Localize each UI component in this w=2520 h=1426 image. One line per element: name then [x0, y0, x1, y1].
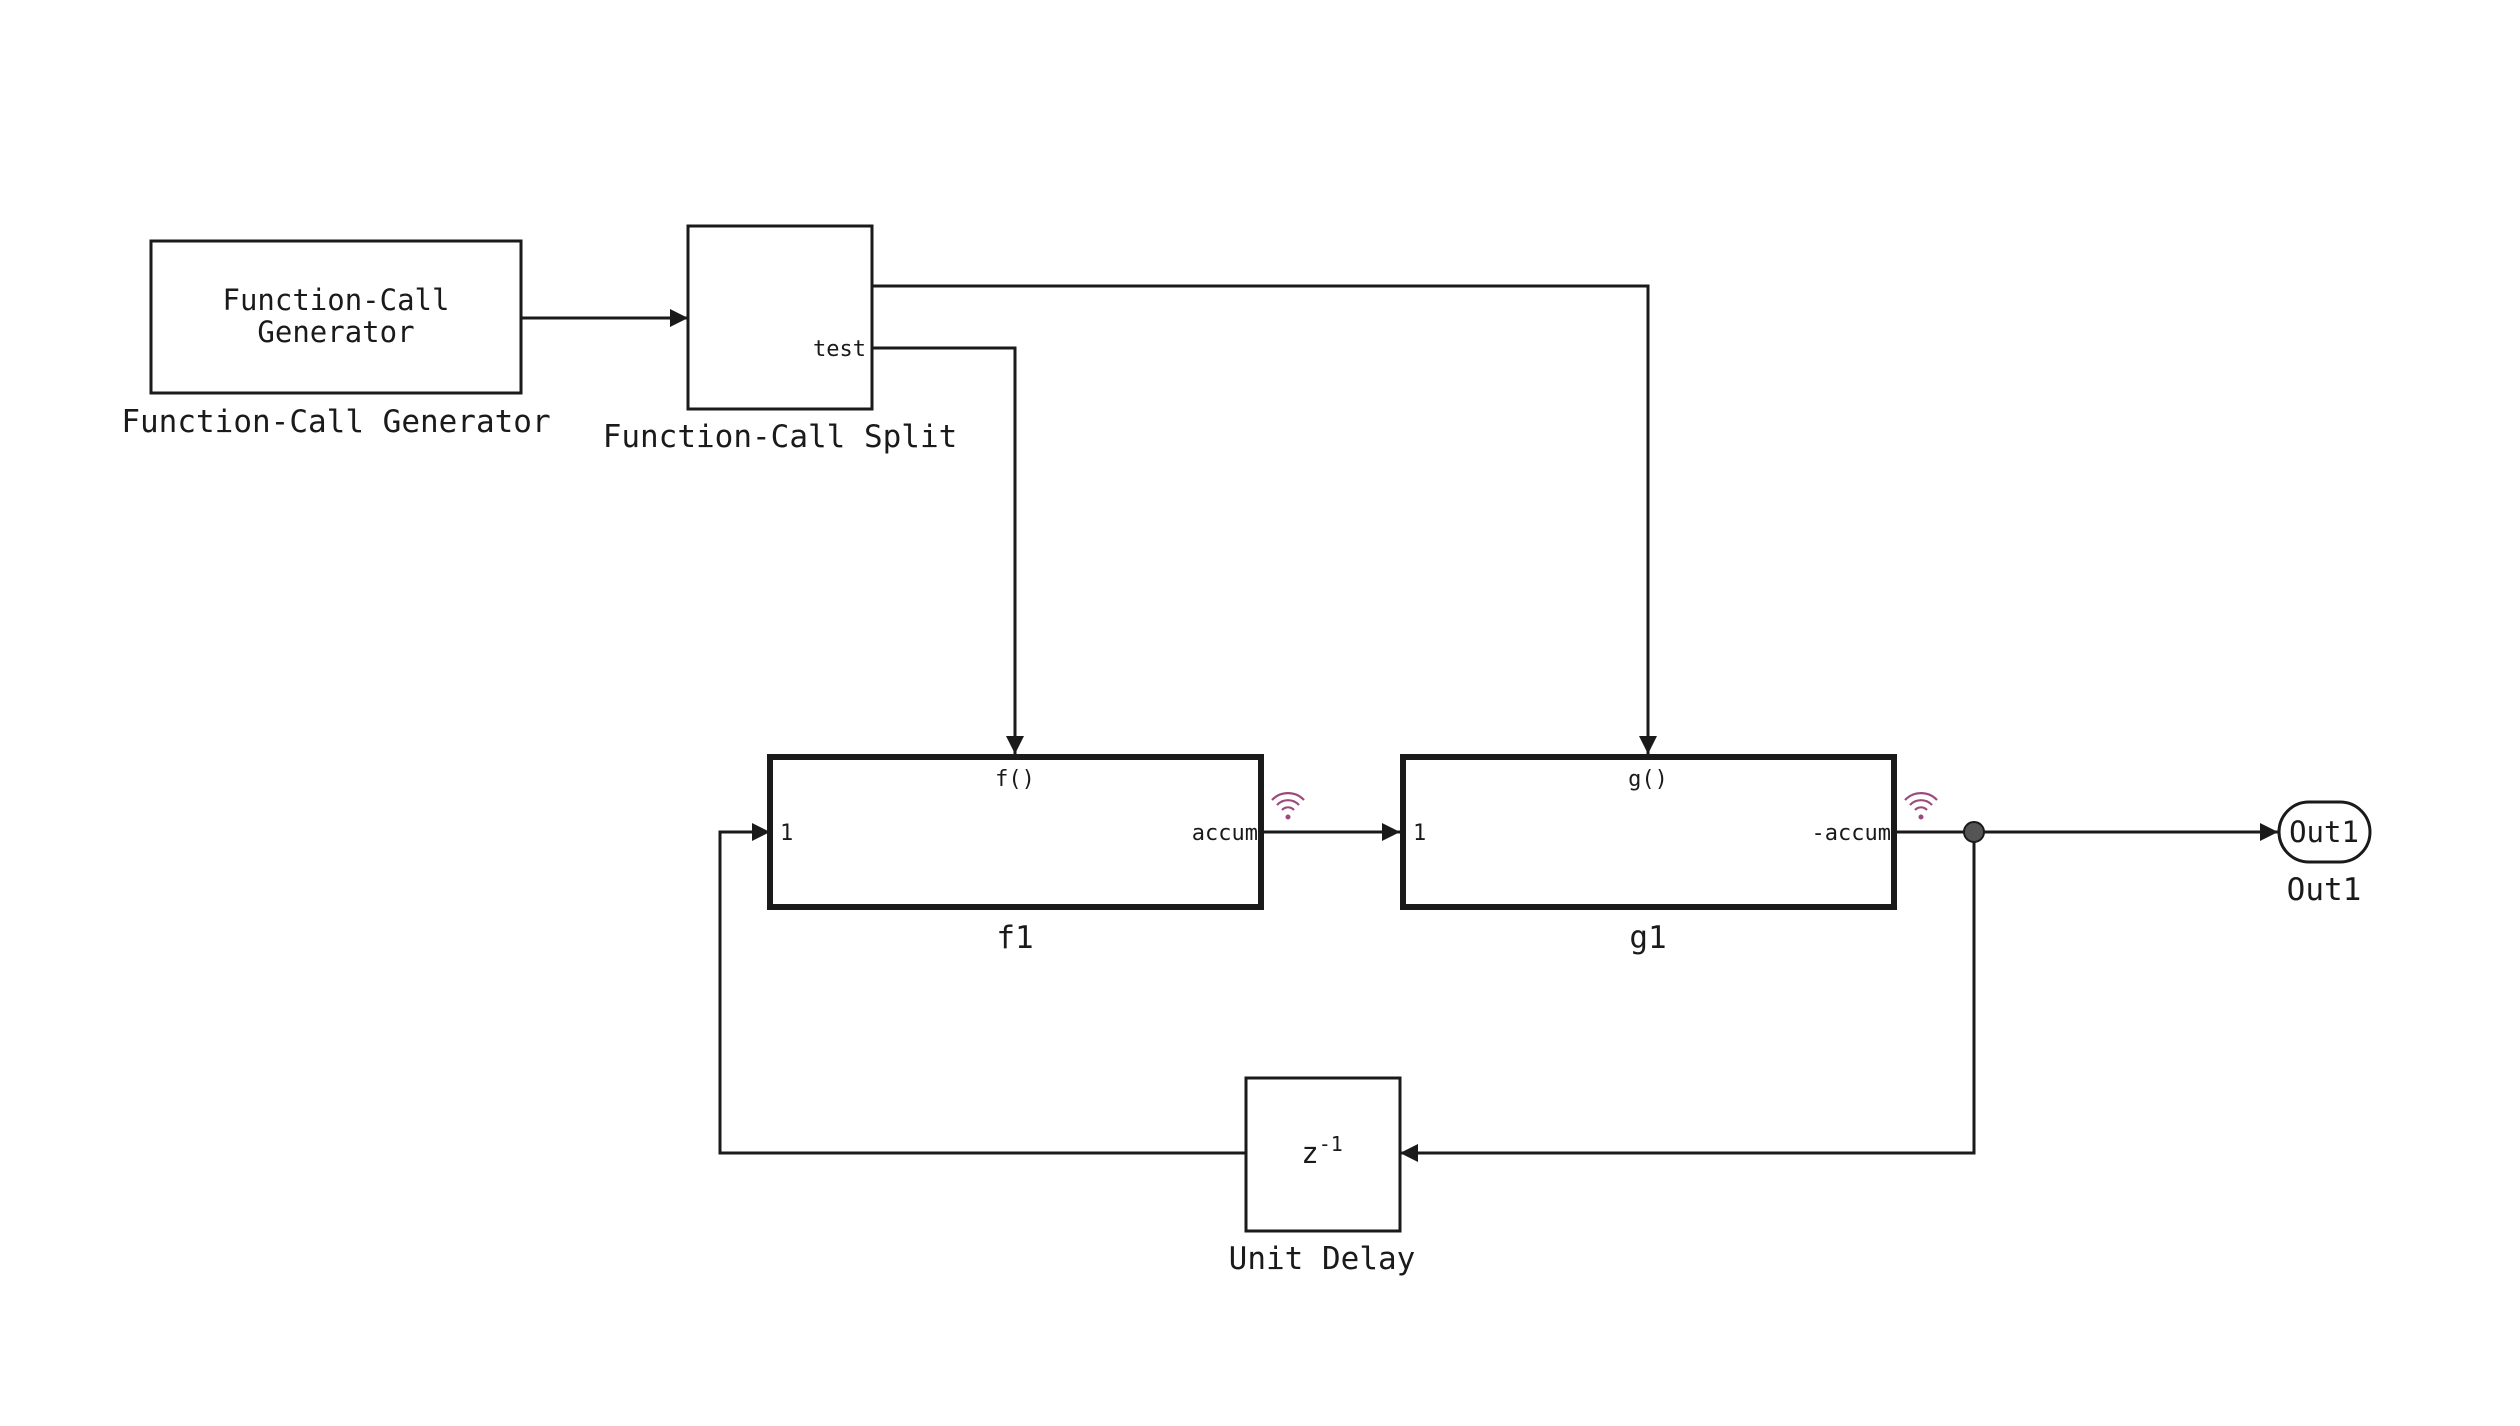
branch-point — [1963, 821, 1985, 843]
fcgen-text-line1: Function-Call — [223, 283, 450, 317]
unit-delay-symbol: z-1 — [1301, 1132, 1343, 1170]
unit-delay-block[interactable]: z-1 — [1244, 1076, 1402, 1233]
g1-out-port: -accum — [1812, 821, 1891, 846]
g1-label: g1 — [1629, 920, 1666, 956]
signal-branch-to-delay[interactable] — [1400, 832, 1976, 1162]
f1-out-port: accum — [1192, 821, 1258, 846]
g1-in-port: 1 — [1413, 821, 1426, 846]
split-port-test: test — [813, 337, 866, 362]
function-call-split-block[interactable]: test — [686, 224, 874, 411]
signal-logging-icon[interactable] — [1271, 792, 1305, 820]
f1-trigger-port: f() — [995, 767, 1035, 792]
signal-split-to-g1[interactable] — [872, 284, 1657, 754]
unit-delay-exponent: -1 — [1319, 1132, 1343, 1156]
function-call-generator-block[interactable]: Function-Call Generator — [149, 239, 523, 395]
fcgen-text-line2: Generator — [257, 315, 414, 349]
signal-split-test-to-f1[interactable] — [872, 346, 1024, 754]
signal-logging-icon[interactable] — [1904, 792, 1938, 820]
unit-delay-base: z — [1301, 1136, 1318, 1170]
unit-delay-label: Unit Delay — [1229, 1241, 1416, 1277]
signal-delay-to-f1[interactable] — [718, 823, 1246, 1155]
fcgen-label: Function-Call Generator — [121, 404, 550, 440]
g1-subsystem-block[interactable]: g() 1 -accum — [1400, 754, 1897, 910]
out1-label: Out1 — [2287, 872, 2362, 908]
f1-in-port: 1 — [780, 821, 793, 846]
split-label: Function-Call Split — [603, 419, 958, 455]
g1-trigger-port: g() — [1628, 767, 1668, 792]
f1-label: f1 — [996, 920, 1033, 956]
out1-text: Out1 — [2289, 815, 2359, 849]
out1-port-block[interactable]: Out1 — [2277, 800, 2372, 864]
f1-subsystem-block[interactable]: f() 1 accum — [767, 754, 1264, 910]
